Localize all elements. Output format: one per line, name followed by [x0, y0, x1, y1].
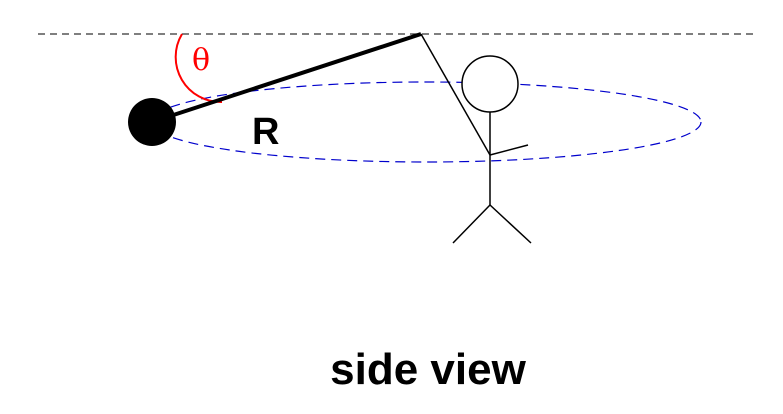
angle-arc — [174, 33, 223, 104]
ball — [128, 98, 176, 146]
stick-figure — [452, 55, 532, 244]
radius-label: R — [252, 111, 279, 153]
angle-label: θ — [192, 43, 210, 78]
head — [461, 55, 519, 113]
arm-line — [420, 33, 491, 156]
rope-line — [151, 32, 422, 124]
caption: side view — [330, 345, 526, 394]
